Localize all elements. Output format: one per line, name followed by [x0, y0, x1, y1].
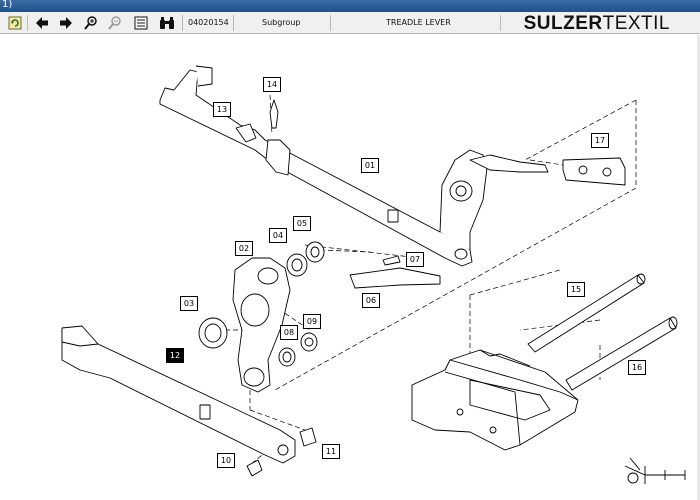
part-10-label[interactable]: 10	[217, 453, 235, 468]
arrow-right-icon[interactable]	[57, 14, 75, 31]
part-02-label[interactable]: 02	[235, 241, 253, 256]
window-title-bar: 1)	[0, 0, 700, 12]
toolbar-separator	[233, 15, 234, 31]
drawing-title: TREADLE LEVER	[386, 18, 451, 27]
part-14-label[interactable]: 14	[263, 77, 281, 92]
drawing-artwork	[61, 65, 686, 484]
refresh-icon[interactable]	[6, 14, 24, 31]
toolbar-separator	[182, 15, 183, 31]
part-01-label[interactable]: 01	[361, 158, 379, 173]
zoom-in-icon[interactable]	[82, 14, 100, 31]
parts-list-icon[interactable]	[132, 14, 150, 31]
part-05-label[interactable]: 05	[293, 216, 311, 231]
toolbar-separator	[500, 15, 501, 31]
brand-logo: SULZERTEXTIL	[523, 13, 670, 34]
part-07-label[interactable]: 07	[406, 252, 424, 267]
arrow-left-icon[interactable]	[33, 14, 51, 31]
part-06-label[interactable]: 06	[362, 293, 380, 308]
part-04-label[interactable]: 04	[269, 228, 287, 243]
part-09-label[interactable]: 09	[303, 314, 321, 329]
window-title: 1)	[2, 0, 13, 10]
part-17-label[interactable]: 17	[591, 133, 609, 148]
part-11-label[interactable]: 11	[322, 444, 340, 459]
part-number-field: 04020154	[188, 18, 229, 27]
part-15-label[interactable]: 15	[567, 282, 585, 297]
part-03-label[interactable]: 03	[180, 296, 198, 311]
binoculars-icon[interactable]	[158, 14, 176, 31]
exploded-view-drawing: 01 02 03 04 05 06 07 08 09 10 11 12 13 1…	[0, 35, 700, 500]
part-12-label[interactable]: 12	[166, 348, 184, 363]
part-08-label[interactable]: 08	[280, 325, 298, 340]
toolbar-separator	[330, 15, 331, 31]
part-13-label[interactable]: 13	[213, 102, 231, 117]
part-16-label[interactable]: 16	[628, 360, 646, 375]
toolbar-separator	[27, 15, 28, 31]
toolbar: 04020154 Subgroup TREADLE LEVER SULZERTE…	[0, 12, 700, 34]
zoom-out-icon[interactable]	[106, 14, 124, 31]
vertical-scrollbar[interactable]	[697, 35, 700, 500]
subgroup-label: Subgroup	[262, 18, 301, 27]
